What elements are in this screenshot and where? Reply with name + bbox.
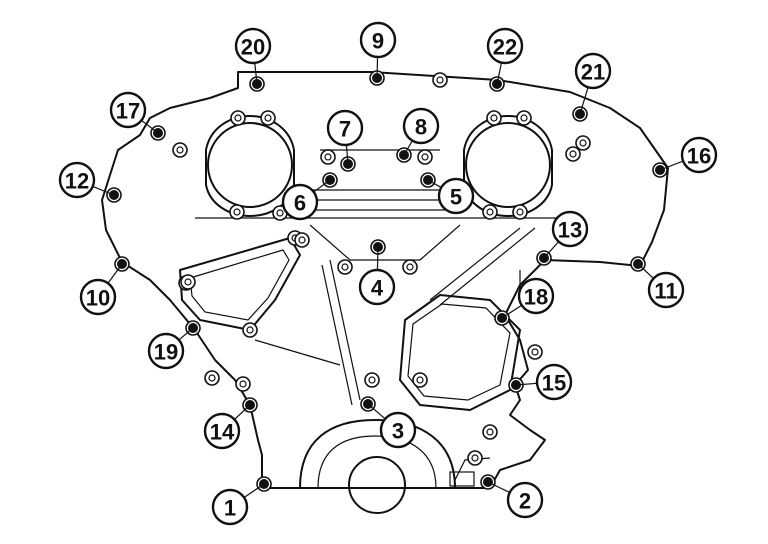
mounting-hole [467,450,483,466]
bolt-number-badge-20: 20 [234,27,272,65]
bolt-number-label: 4 [371,276,384,301]
leader-line-12 [92,185,115,196]
leader-line-8 [403,140,413,156]
bolt-number-label: 9 [372,29,384,54]
leader-line-9 [376,56,379,79]
leader-line-14 [234,404,251,420]
mounting-hole [432,72,448,88]
mounting-hole [417,149,433,165]
bolt-number-badge-13: 13 [551,210,589,248]
leaders-layer [92,56,684,498]
bolt-number-label: 10 [86,286,110,311]
bolt-number-badge-8: 8 [402,107,440,145]
bolt-number-badge-14: 14 [203,412,241,450]
mounting-hole [364,372,380,388]
mounting-hole [512,204,528,220]
cover-outline [101,71,669,514]
bolt-number-label: 17 [116,99,140,124]
bolt-number-label: 2 [519,489,531,514]
bolt-number-badge-18: 18 [517,277,555,315]
mounting-hole [260,110,276,126]
leader-line-5 [427,179,442,189]
mounting-hole [482,204,498,220]
mounting-hole [294,232,310,248]
mounting-hole [412,372,428,388]
bolt-number-label: 15 [542,371,566,396]
leader-line-15 [515,382,538,386]
bolt-number-label: 8 [415,115,427,140]
mounting-hole [527,344,543,360]
bolt-number-label: 6 [294,191,306,216]
leader-line-4 [376,246,379,271]
leader-line-3 [367,403,386,420]
bolt-number-label: 7 [339,117,351,142]
bolt-number-label: 11 [654,279,677,304]
bolt-number-label: 16 [687,144,711,169]
bolt-number-badge-22: 22 [486,27,524,65]
leader-line-19 [178,327,194,341]
bolt-number-badge-15: 15 [535,363,573,401]
leader-line-11 [637,263,654,279]
leader-line-13 [543,241,560,259]
mounting-hole [486,110,502,126]
bolt-number-badge-9: 9 [359,21,397,59]
bolt-number-badge-1: 1 [211,488,249,526]
bolt-number-badge-6: 6 [281,183,319,221]
bolt-number-label: 14 [210,420,235,445]
bolt-number-badge-10: 10 [79,278,117,316]
leader-line-21 [579,87,589,115]
bolt-number-badge-21: 21 [574,52,612,90]
leader-line-22 [496,62,503,85]
bolt-number-label: 12 [65,169,89,194]
mounting-hole [242,322,258,338]
bolt-number-badge-2: 2 [506,481,544,519]
bolt-number-label: 20 [241,35,265,60]
mounting-hole [482,424,498,440]
leader-line-1 [243,483,265,498]
bolt-number-badge-17: 17 [109,91,147,129]
mounting-hole [575,135,591,151]
bolt-number-badge-16: 16 [680,136,718,174]
leader-line-16 [659,160,684,171]
mounting-hole [320,149,336,165]
mounting-hole [229,204,245,220]
mounting-hole [565,146,581,162]
leader-line-17 [141,119,159,134]
bolt-number-badge-5: 5 [437,177,475,215]
mounting-hole [172,142,188,158]
bolt-number-badge-3: 3 [379,411,417,449]
bolt-number-label: 5 [450,185,462,210]
leader-line-18 [501,304,523,319]
mounting-hole [180,274,196,290]
bolt-number-badge-12: 12 [58,161,96,199]
bolt-number-badge-7: 7 [326,109,364,147]
bolt-number-label: 21 [581,60,605,85]
leader-line-10 [107,263,123,284]
mounting-hole [235,376,251,392]
mounting-hole [402,259,418,275]
mounting-hole [230,110,246,126]
bolt-number-badge-19: 19 [147,332,185,370]
leader-line-6 [313,179,331,193]
leader-line-7 [345,144,349,165]
bolt-number-badge-4: 4 [358,268,396,306]
mounting-hole [337,259,353,275]
bolt-number-label: 18 [524,285,548,310]
bolt-number-badge-11: 11 [647,271,685,309]
leader-line-20 [254,62,258,85]
mounting-hole [272,205,288,221]
mounting-hole [204,370,220,386]
bolt-number-label: 3 [392,419,404,444]
leader-line-2 [487,481,510,494]
mounting-hole [516,110,532,126]
bolt-number-label: 1 [224,496,236,521]
bolt-number-label: 22 [493,35,517,60]
bolt-number-label: 13 [558,218,582,243]
bolt-number-label: 19 [154,340,178,365]
holes-layer [172,72,591,466]
